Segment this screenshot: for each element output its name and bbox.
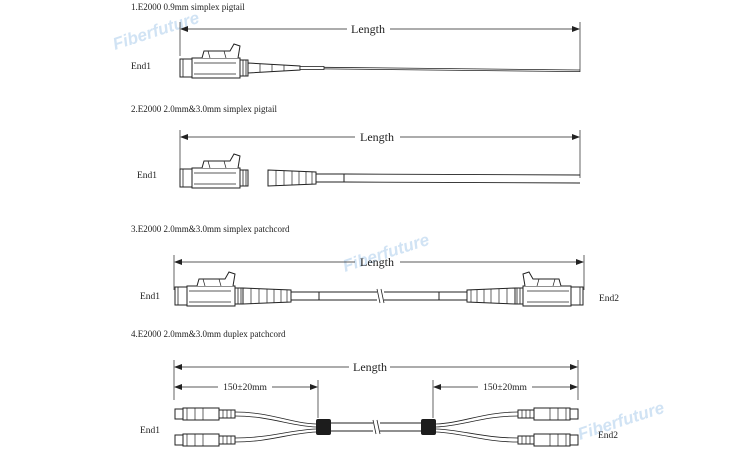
section-1-end1-label: End1: [131, 62, 151, 72]
section-2-connector: [179, 153, 345, 189]
section-1-connector: [179, 43, 325, 79]
section-4-left-splitter: [316, 419, 331, 435]
section-3-cable: [319, 288, 439, 304]
section-4-end1-label: End1: [140, 426, 160, 436]
section-4-left-connectors: [174, 407, 236, 447]
section-1-length-dimension: Length: [179, 22, 581, 72]
section-2-caption: 2.E2000 2.0mm&3.0mm simplex pigtail: [131, 104, 277, 114]
section-3-simplex-patchcord: 3.E2000 2.0mm&3.0mm simplex patchcord Le…: [131, 224, 619, 307]
section-4-trunk-cable: [331, 419, 421, 435]
section-4-right-breakout-label: 150±20mm: [483, 383, 527, 393]
section-1-simplex-pigtail-0.9mm: 1.E2000 0.9mm simplex pigtail Length End…: [131, 2, 581, 79]
section-1-fiber: [323, 66, 581, 72]
section-4-left-breakout-label: 150±20mm: [223, 383, 267, 393]
section-4-length-dimension: Length: [173, 360, 579, 400]
section-3-length-label: Length: [360, 255, 394, 269]
section-2-length-dimension: Length: [179, 130, 581, 178]
section-2-end1-label: End1: [137, 171, 157, 181]
section-1-length-label: Length: [351, 22, 385, 36]
section-4-left-breakout-dimension: 150±20mm: [174, 380, 319, 418]
section-4-length-label: Length: [353, 360, 387, 374]
section-4-end2-label: End2: [598, 431, 618, 441]
section-4-caption: 4.E2000 2.0mm&3.0mm duplex patchcord: [131, 329, 286, 339]
section-4-right-breakout-dimension: 150±20mm: [432, 380, 578, 418]
section-4-duplex-patchcord: 4.E2000 2.0mm&3.0mm duplex patchcord Len…: [131, 329, 618, 447]
watermark-1: Fiberfuture: [110, 8, 201, 54]
section-4-right-splitter: [421, 419, 436, 435]
section-2-length-label: Length: [360, 130, 394, 144]
section-1-caption: 1.E2000 0.9mm simplex pigtail: [131, 2, 245, 12]
section-2-cable: [343, 173, 581, 184]
section-4-fanout-cables: [234, 411, 519, 443]
section-3-right-connector: [438, 271, 584, 307]
section-4-right-connectors: [517, 407, 579, 447]
watermark-3: Fiberfuture: [575, 398, 666, 444]
section-3-length-dimension: Length: [173, 255, 585, 290]
section-3-end2-label: End2: [599, 294, 619, 304]
section-3-end1-label: End1: [140, 292, 160, 302]
section-3-left-connector: [174, 271, 320, 307]
section-2-simplex-pigtail-2-3mm: 2.E2000 2.0mm&3.0mm simplex pigtail Leng…: [131, 104, 581, 189]
section-3-caption: 3.E2000 2.0mm&3.0mm simplex patchcord: [131, 224, 290, 234]
